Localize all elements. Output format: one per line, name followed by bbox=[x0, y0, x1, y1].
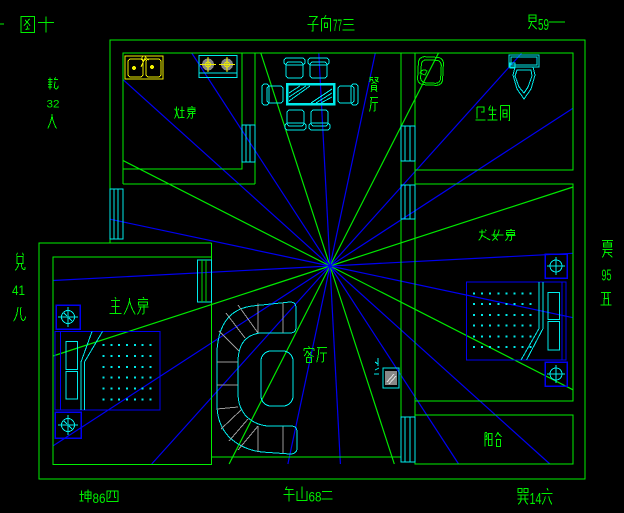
svg-text:95: 95 bbox=[602, 268, 612, 285]
svg-text:77: 77 bbox=[333, 16, 342, 35]
svg-text:32: 32 bbox=[47, 99, 60, 111]
svg-text:14: 14 bbox=[530, 491, 542, 508]
svg-text:41: 41 bbox=[12, 282, 25, 298]
svg-text:86: 86 bbox=[93, 490, 106, 506]
svg-text:59: 59 bbox=[538, 17, 549, 34]
svg-text:68: 68 bbox=[309, 489, 322, 505]
